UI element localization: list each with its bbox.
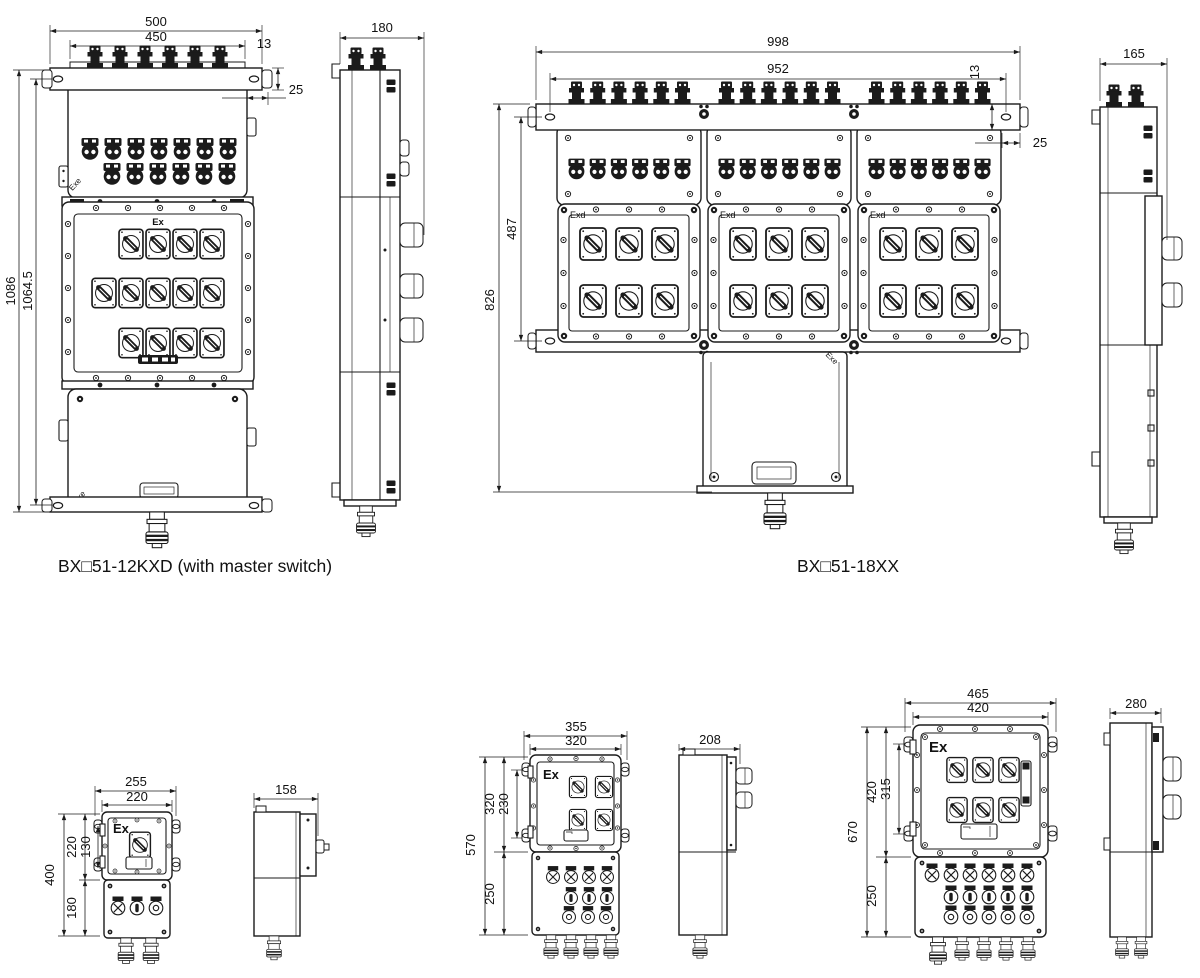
d1-ex-label: Ex	[152, 217, 164, 228]
d2-dimensions: 998 952 13 25 487 826	[482, 34, 1047, 493]
d1-side-view: 180	[331, 20, 425, 538]
d4-dim-250: 250	[482, 883, 497, 905]
d1-top-mounting-plate	[49, 67, 263, 91]
d3-control-icons	[110, 895, 164, 916]
d1-dim-450: 450	[145, 29, 167, 44]
d1-side-socket-bumps	[399, 222, 424, 343]
d3-dim-130: 130	[78, 836, 93, 858]
d2-side-view: 165	[1091, 46, 1183, 555]
d3-front-view: Ex 255 220 400 220 130 180	[42, 774, 181, 964]
d4-dimensions: 355 320 570 320 230 250	[463, 719, 628, 936]
d5-nameplate	[960, 823, 998, 840]
d3-dim-180: 180	[64, 897, 79, 919]
d2-extension-box	[696, 351, 854, 530]
d2-model-label: BX□51-18XX	[797, 556, 899, 576]
d5-dim-250: 250	[864, 885, 879, 907]
d1-switch-compartment: Ex	[61, 201, 255, 385]
d5-front-view: Ex 465 420 670 420 315	[845, 686, 1058, 965]
d3-master-switch-icon	[130, 832, 151, 858]
d2-dim-826: 826	[482, 289, 497, 311]
d1-dim-1086: 1086	[3, 277, 18, 306]
d2-dim-487: 487	[504, 218, 519, 240]
d2-dim-998: 998	[767, 34, 789, 49]
d1-bottom-mounting-plate	[49, 496, 263, 513]
d3-dim-220l: 220	[64, 836, 79, 858]
d2-extension-nameplate	[751, 461, 797, 485]
d1-dim-1064-5: 1064.5	[20, 271, 35, 311]
d3-dim-220t: 220	[126, 789, 148, 804]
d3-nameplate	[125, 856, 153, 870]
d5-dimensions: 465 420 670 420 315 250	[845, 686, 1057, 938]
d2-side-bottom-gland	[1114, 522, 1134, 555]
d2-exd-label-2: Exd	[720, 210, 736, 220]
d2-dim-165: 165	[1123, 46, 1145, 61]
d1-model-label: BX□51-12KXD (with master switch)	[58, 556, 332, 576]
d1-dim-500: 500	[145, 14, 167, 29]
d5-dim-465: 465	[967, 686, 989, 701]
d4-nameplate	[563, 829, 589, 842]
d2-dim-952: 952	[767, 61, 789, 76]
d5-interlock-slot	[1020, 760, 1032, 807]
d4-dim-230: 230	[496, 793, 511, 815]
d4-dim-320t: 320	[565, 733, 587, 748]
d4-dim-355: 355	[565, 719, 587, 734]
d3-side-view: 158	[253, 782, 330, 961]
d4-ex-label: Ex	[543, 767, 560, 782]
d1-dim-180: 180	[371, 20, 393, 35]
d2-top-mounting-rail	[535, 103, 1021, 131]
d5-dim-420t: 420	[967, 700, 989, 715]
d2-front-view: Exd Exd Exd Exe 998 952 13 25 487 826	[482, 34, 1047, 530]
d3-ex-label: Ex	[113, 821, 130, 836]
d5-dim-670: 670	[845, 821, 860, 843]
d1-bottom-compartment: Exe	[58, 388, 257, 512]
d4-side-view: 208	[678, 732, 753, 959]
d5-dim-420l: 420	[864, 781, 879, 803]
d5-ex-label: Ex	[929, 739, 948, 756]
d4-dim-570: 570	[463, 834, 478, 856]
d4-front-view: Ex 355 320 570 320 230 250	[463, 719, 630, 959]
d1-side-bottom-gland	[356, 505, 376, 538]
d2-exd-label-1: Exd	[570, 210, 586, 220]
d2-bottom-gland	[763, 492, 787, 530]
d1-bottom-gland	[145, 511, 169, 549]
d3-dimensions: 255 220 400 220 130 180	[42, 774, 177, 937]
d1-dimensions: 500 450 13 25 1086 1064.5	[3, 14, 303, 513]
d4-dim-320l: 320	[482, 793, 497, 815]
d4-dim-208: 208	[699, 732, 721, 747]
d3-dim-158: 158	[275, 782, 297, 797]
d2-dim-25: 25	[1033, 135, 1047, 150]
d3-dim-400: 400	[42, 864, 57, 886]
d2-exd-label-3: Exd	[870, 210, 886, 220]
d1-dim-13: 13	[257, 36, 271, 51]
d5-dim-280: 280	[1125, 696, 1147, 711]
d3-dim-255: 255	[125, 774, 147, 789]
d5-side-view: 280	[1103, 696, 1182, 959]
d5-dim-315: 315	[878, 778, 893, 800]
d1-dim-25: 25	[289, 82, 303, 97]
d2-dim-13: 13	[967, 65, 982, 79]
d1-front-view: Exe Ex	[3, 14, 303, 549]
d1-bottom-nameplate	[139, 482, 179, 499]
